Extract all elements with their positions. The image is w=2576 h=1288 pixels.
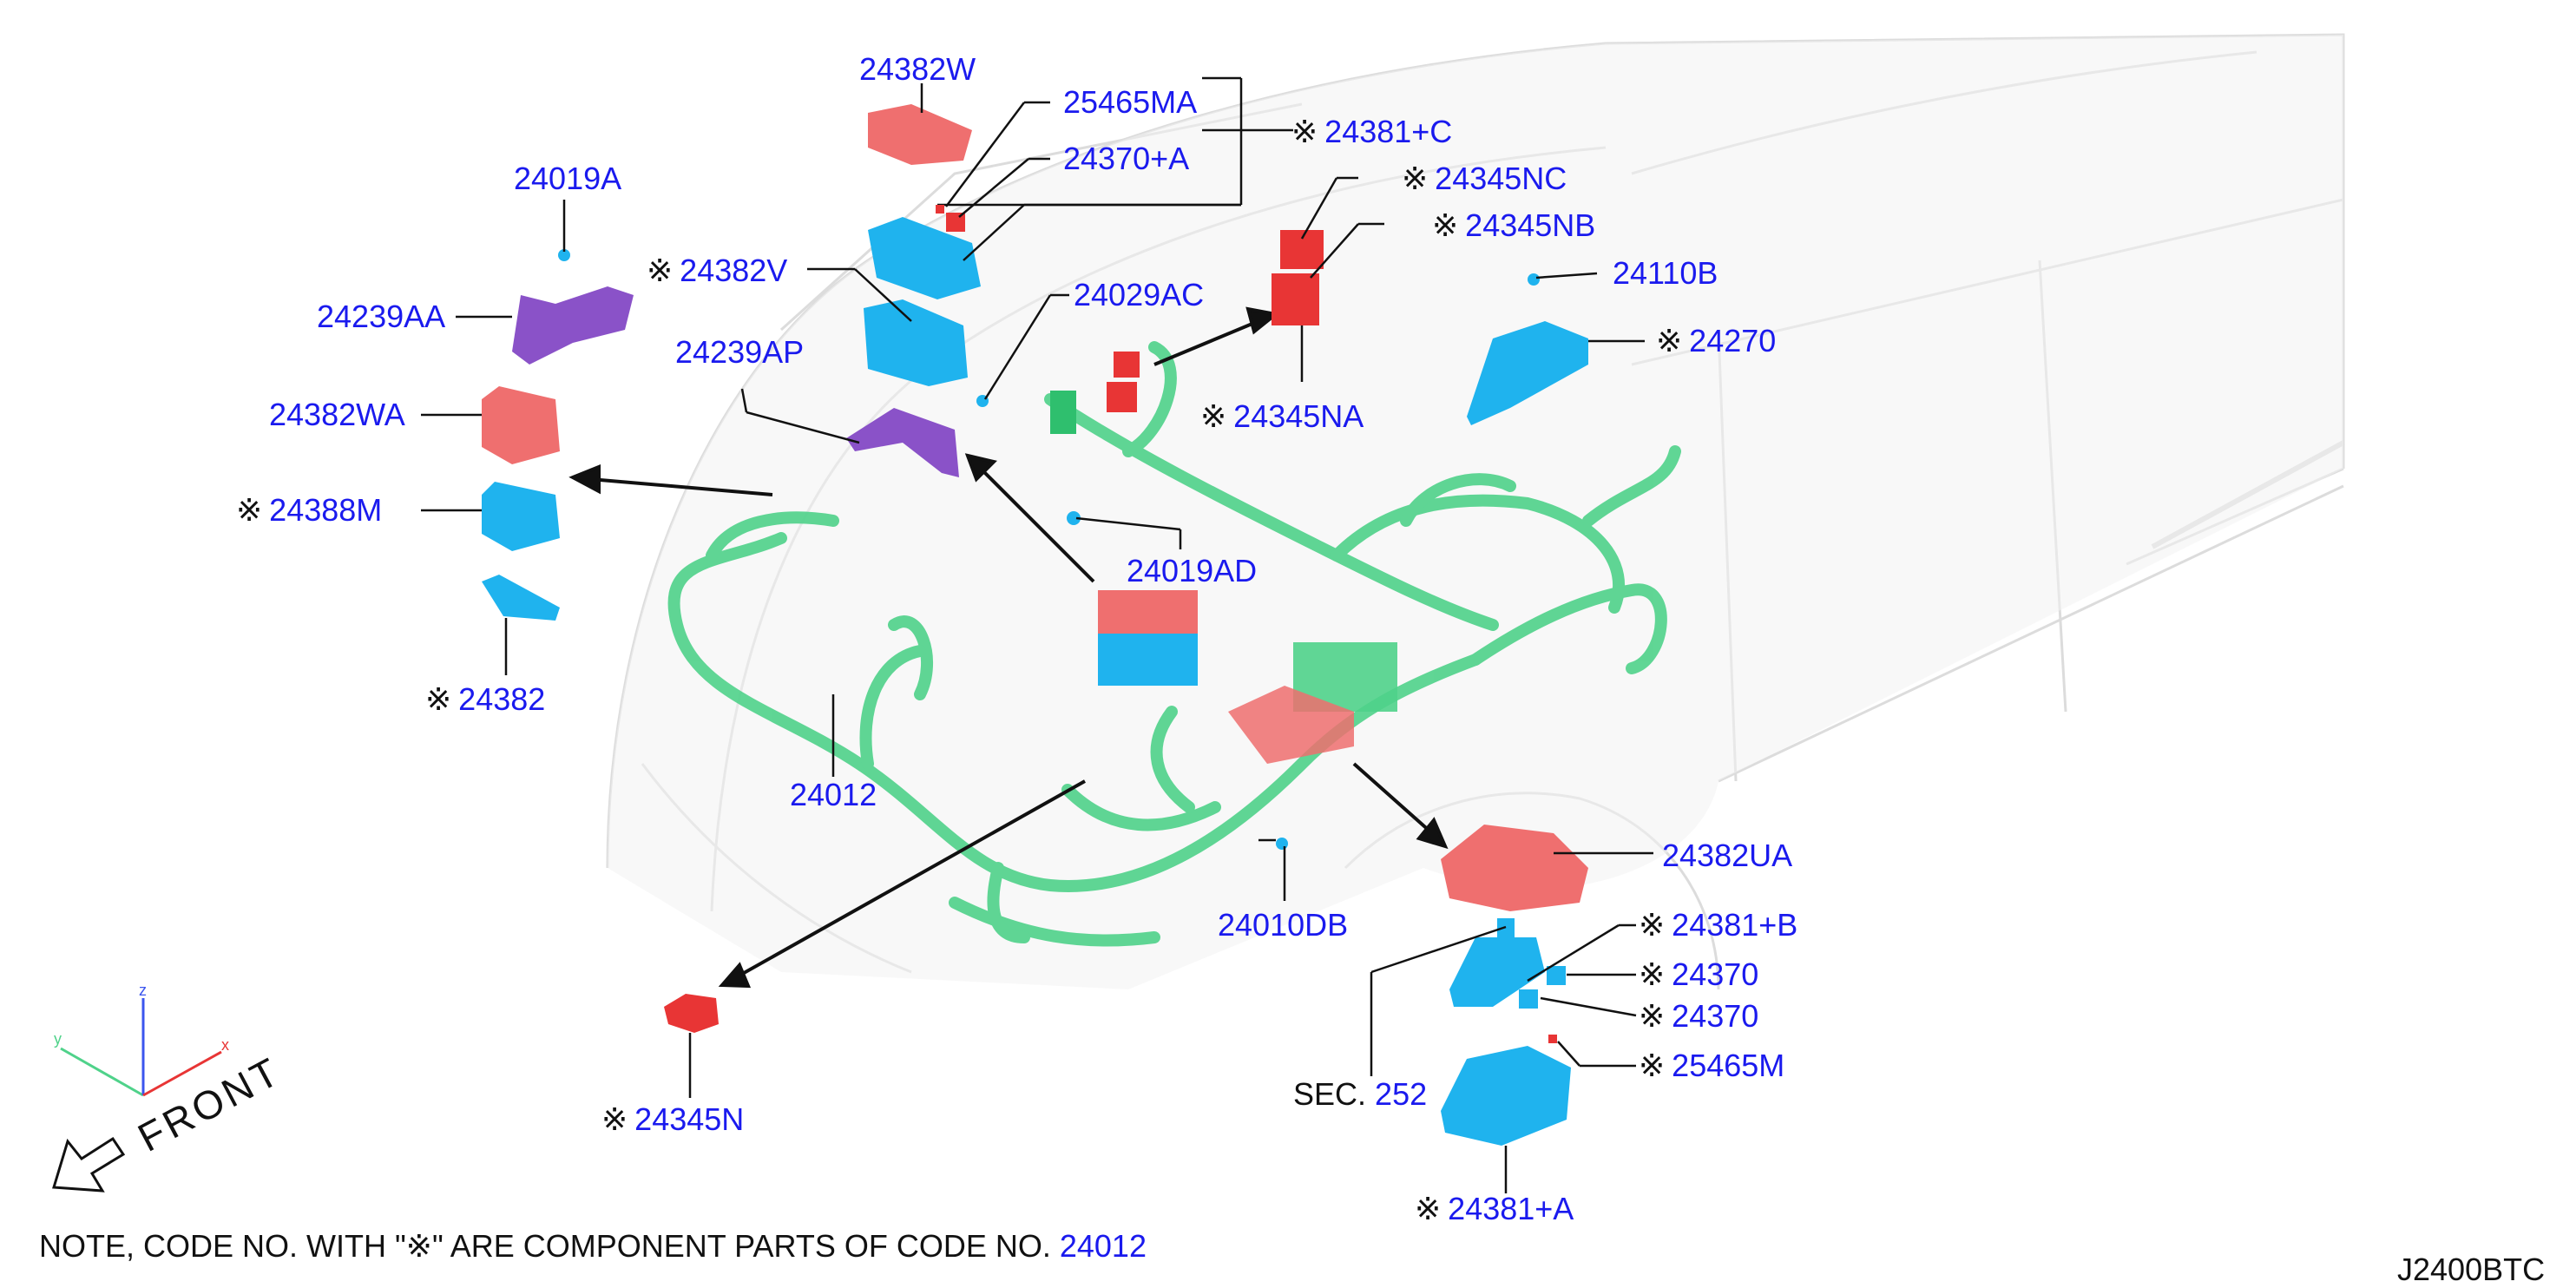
car-body-fill: [608, 35, 2343, 989]
sec-number-link[interactable]: 252: [1375, 1076, 1428, 1112]
part-24239AA[interactable]: [512, 286, 634, 365]
label-24381A[interactable]: ※24381+A: [1415, 1191, 1574, 1226]
label-24345N[interactable]: ※24345N: [601, 1101, 745, 1137]
label-24382W[interactable]: 24382W: [859, 51, 976, 87]
sec-reference: SEC. 252: [1293, 1079, 1427, 1110]
front-arrow-icon: [52, 1136, 126, 1193]
part-24381C[interactable]: [868, 217, 981, 299]
part-24382W[interactable]: [868, 104, 972, 165]
part-24382UA[interactable]: [1441, 825, 1588, 911]
part-24019A[interactable]: [558, 249, 570, 261]
label-24370-a[interactable]: ※24370: [1639, 956, 1759, 992]
arrows: [568, 306, 1449, 989]
part-24239AP[interactable]: [846, 408, 959, 477]
label-24270[interactable]: ※24270: [1656, 323, 1777, 358]
axis-triad: [60, 998, 222, 1097]
part-24010DB[interactable]: [1276, 838, 1288, 850]
part-25465MA[interactable]: [936, 205, 944, 214]
label-24110B[interactable]: 24110B: [1613, 255, 1718, 291]
part-24345N[interactable]: [664, 994, 719, 1033]
note-symbol: ※: [405, 1228, 432, 1264]
label-24029AC[interactable]: 24029AC: [1074, 277, 1205, 312]
figure-id: J2400BTC: [2397, 1252, 2546, 1287]
main-harness-24012[interactable]: [667, 341, 1681, 947]
part-24370A[interactable]: [946, 213, 965, 232]
part-24370-b[interactable]: [1519, 989, 1538, 1009]
part-24388M[interactable]: [482, 482, 560, 551]
label-24019AD[interactable]: 24019AD: [1127, 553, 1258, 588]
label-24345NB[interactable]: ※24345NB: [1432, 207, 1596, 243]
part-24381A[interactable]: [1441, 1046, 1571, 1146]
label-24382UA[interactable]: 24382UA: [1662, 838, 1793, 873]
part-25465M[interactable]: [1548, 1035, 1557, 1043]
axis-label-x: x: [221, 1036, 229, 1054]
label-24239AP[interactable]: 24239AP: [675, 334, 805, 370]
note-code-link[interactable]: 24012: [1059, 1228, 1147, 1264]
label-24381B[interactable]: ※24381+B: [1639, 907, 1798, 943]
label-24010DB[interactable]: 24010DB: [1218, 907, 1349, 943]
label-24382[interactable]: ※24382: [425, 681, 546, 717]
label-24382WA[interactable]: 24382WA: [269, 397, 405, 432]
label-24345NC[interactable]: ※24345NC: [1402, 161, 1567, 196]
part-24382V[interactable]: [864, 299, 968, 386]
label-25465MA[interactable]: 25465MA: [1063, 84, 1198, 120]
sec-prefix: SEC.: [1293, 1076, 1367, 1112]
part-24345NA[interactable]: [1107, 352, 1140, 412]
part-24382[interactable]: [482, 575, 560, 621]
label-24388M[interactable]: ※24388M: [236, 492, 383, 528]
axis-label-z: z: [139, 982, 147, 999]
label-24239AA[interactable]: 24239AA: [317, 299, 446, 334]
label-24382V[interactable]: ※24382V: [647, 253, 788, 288]
label-leaders: [421, 83, 1653, 1193]
part-24382WA[interactable]: [482, 386, 560, 464]
label-24345NA[interactable]: ※24345NA: [1200, 398, 1364, 434]
note-text-before: NOTE, CODE NO. WITH ": [39, 1228, 406, 1264]
label-24381C[interactable]: ※24381+C: [1291, 114, 1453, 149]
part-center-relay-box: [1098, 590, 1354, 764]
axis-label-y: y: [54, 1030, 62, 1048]
footer-note: NOTE, CODE NO. WITH "※" ARE COMPONENT PA…: [39, 1231, 1147, 1262]
label-24370-b[interactable]: ※24370: [1639, 998, 1759, 1034]
part-24270[interactable]: [1467, 321, 1588, 425]
label-24370A[interactable]: 24370+A: [1063, 141, 1190, 176]
part-24019AD[interactable]: [1067, 511, 1081, 525]
label-24019A[interactable]: 24019A: [514, 161, 622, 196]
label-25465M[interactable]: ※25465M: [1639, 1048, 1785, 1083]
note-text-after: " ARE COMPONENT PARTS OF CODE NO.: [431, 1228, 1051, 1264]
part-24370-a[interactable]: [1547, 966, 1566, 985]
label-24012[interactable]: 24012: [790, 777, 877, 812]
part-24110B[interactable]: [1528, 273, 1540, 286]
part-24345NC-NB[interactable]: [1272, 230, 1324, 325]
